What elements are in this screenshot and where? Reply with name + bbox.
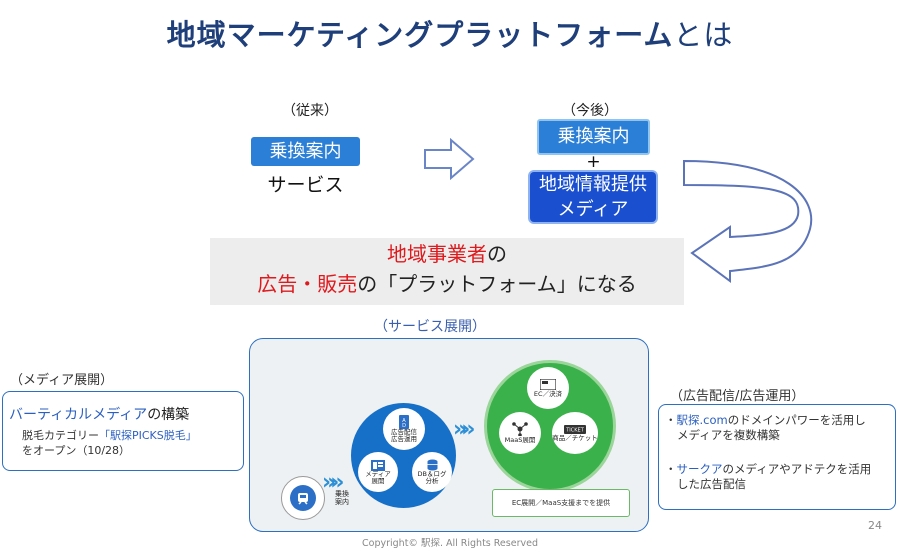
media-panel-label: （メディア展開） [10,373,114,388]
ticket-icon: TICKET [564,424,586,434]
transit-start-circle [281,476,325,520]
chevron-right-icon: »» [322,470,345,495]
copyright: Copyright© 駅探. All Rights Reserved [362,538,538,549]
ad-item2-rest: のメディアやアドテクを活用 [722,462,872,476]
plus-sign: + [586,152,601,172]
statement-rest-1: の [487,242,507,266]
database-icon [427,459,437,471]
payment-circle: EC／決済 [527,367,569,409]
before-label: （従来） [282,103,338,119]
ad-icon: AD [399,415,409,429]
statement-red-2: 広告・販売 [257,272,358,296]
ad-text1: 広告配信 [391,428,417,436]
ad-item1-rest: のドメインパワーを活用し [727,413,866,427]
media-head-rest: の構築 [147,407,190,423]
page-number: 24 [868,519,882,532]
u-turn-arrow-icon [683,159,813,283]
note-box: EC展開／MaaS支援までを提供 [492,489,630,517]
media-circle: メディア 展開 [358,452,398,492]
page-title: 地域マーケティングプラットフォームとは [0,12,900,54]
db-circle: DB＆ログ 分析 [412,452,452,492]
ad-panel-item1: ・駅探.comのドメインパワーを活用し メディアを複数構築 [665,413,891,443]
ad-item1-line2: メディアを複数構築 [677,428,780,442]
maas-circle: MaaS展開 [499,412,541,454]
circua-text: サークア [676,462,723,476]
before-transit-box: 乗換案内 [251,137,360,166]
statement-rest-2: の「プラットフォーム」になる [357,272,637,296]
ekitan-picks-link[interactable]: 「駅探PICKS脱毛」 [99,429,197,442]
media-text1: メディア [365,469,391,478]
media-text2: 展開 [371,476,385,485]
statement-line2: 広告・販売の「プラットフォーム」になる [210,270,684,298]
statement-red-1: 地域事業者 [387,242,487,266]
train-icon [298,492,308,505]
after-transit-box: 乗換案内 [537,119,650,155]
db-text2: 分析 [425,477,439,485]
ad-panel-item2: ・サークアのメディアやアドテクを活用 した広告配信 [665,462,891,492]
ad-panel [658,404,896,510]
right-arrow-icon [424,138,475,180]
regional-media-line1: 地域情報提供 [539,174,647,195]
ticket-text: 商品／チケット [552,433,598,442]
network-icon [512,422,528,436]
vertical-media-text: バーティカルメディア [9,407,148,423]
after-label: （今後） [562,103,618,119]
media-panel-line1: 脱毛カテゴリー「駅探PICKS脱毛」 [22,427,197,443]
regional-media-box: 地域情報提供 メディア [530,172,656,222]
service-label: （サービス展開） [374,319,486,335]
regional-media-line2: メディア [557,199,629,220]
media-panel [2,391,244,471]
db-text1: DB＆ログ [417,470,447,478]
title-suffix: とは [673,18,734,52]
title-main: 地域マーケティングプラットフォーム [166,18,674,52]
chevron-right-icon-2: »» [453,417,476,442]
maas-text: MaaS展開 [504,436,536,444]
ad-text2: 広告運用 [391,435,417,443]
svg-text:A: A [402,418,406,424]
transit-start-line1: 乗換 [335,490,349,498]
svg-text:TICKET: TICKET [565,427,584,433]
ekitan-com-text: 駅探.com [676,413,728,427]
transit-start-label: 乗換 案内 [327,490,357,506]
ticket-circle: TICKET 商品／チケット [552,412,598,454]
payment-icon [540,378,556,390]
statement-band [210,238,684,305]
ad-item2-line2: した広告配信 [677,477,746,491]
svg-text:D: D [402,423,406,429]
media-panel-line2: をオープン（10/28） [22,444,131,457]
media-icon [371,459,385,471]
ad-panel-label: （広告配信/広告運用） [670,389,805,404]
payment-text: EC／決済 [533,389,563,398]
statement-line1: 地域事業者の [210,240,684,268]
before-service-text: サービス [267,174,344,196]
media-panel-heading: バーティカルメディアの構築 [9,404,189,424]
transit-start-line2: 案内 [335,498,349,506]
media-line1-pre: 脱毛カテゴリー [22,429,99,442]
